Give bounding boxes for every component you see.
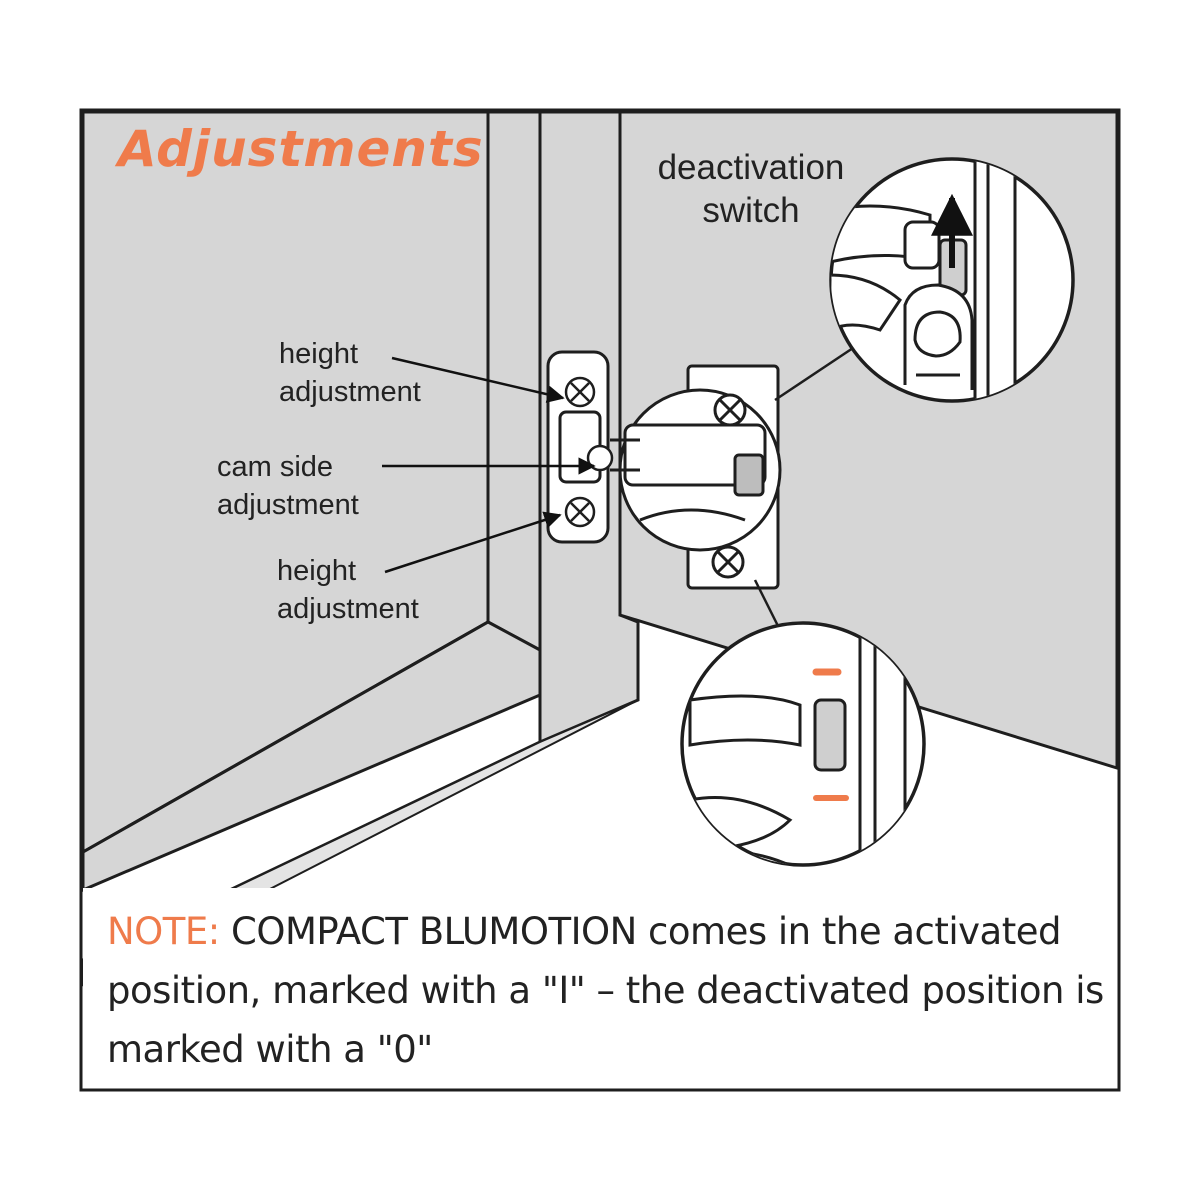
leader-arrows (382, 356, 596, 574)
fingertip-icon (903, 283, 974, 390)
label-cam-side-adjustment: cam side adjustment (217, 451, 359, 521)
note-prefix: NOTE: (107, 910, 220, 953)
arrow-height-top (391, 356, 565, 403)
callout-line-top (774, 338, 866, 402)
note-body: COMPACT BLUMOTION comes in the activated… (107, 910, 1104, 1071)
callout-line-bottom (753, 579, 782, 631)
page-title: Adjustments (118, 120, 484, 178)
detail-circle-switch (829, 157, 1075, 403)
label-height-adjustment-bottom: height adjustment (277, 555, 419, 625)
label-deactivation-switch: deactivation switch (657, 148, 845, 230)
arrow-height-bottom (384, 511, 562, 574)
note-box (83, 888, 1117, 1088)
label-height-adjustment-top: height adjustment (279, 338, 421, 408)
hinge-body (610, 364, 782, 590)
note-text: NOTE: COMPACT BLUMOTION comes in the act… (107, 902, 1107, 1079)
